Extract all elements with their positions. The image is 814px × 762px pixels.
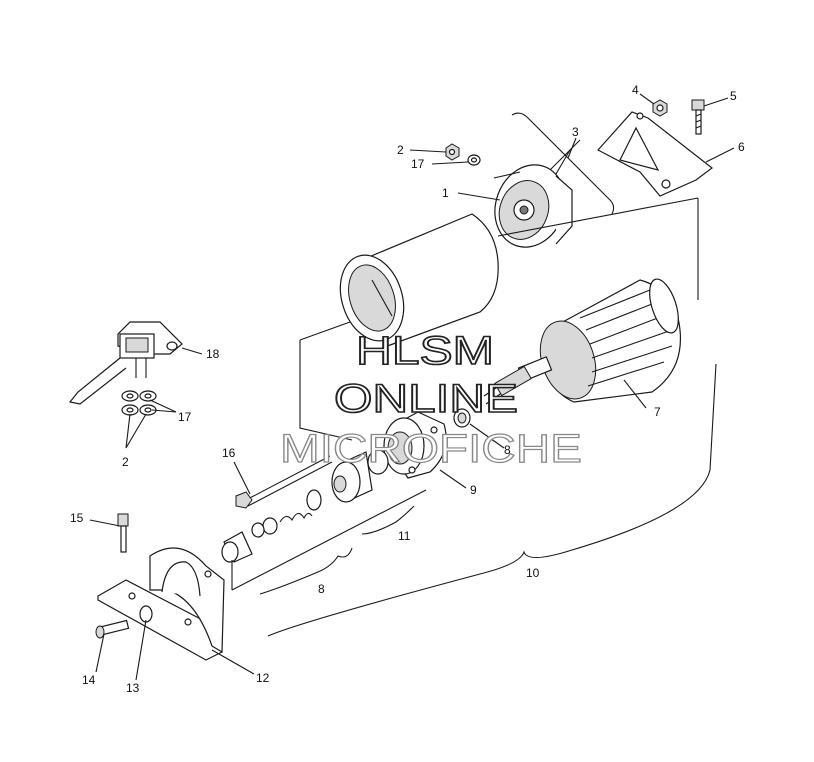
part-7-armature (483, 278, 682, 405)
frame-housing (339, 213, 499, 349)
watermark-line1: HLSM (356, 329, 494, 373)
part-17-washer-top (467, 154, 481, 166)
callout-17-left: 17 (178, 410, 192, 424)
brace-8 (259, 547, 353, 595)
watermark-line2: ONLINE (334, 377, 518, 421)
callout-12: 12 (256, 671, 270, 685)
callout-10: 10 (526, 566, 540, 580)
part-9-end-plate (383, 411, 447, 479)
brace-11 (361, 505, 415, 535)
brace-10 (267, 363, 717, 637)
part-15-bolt (117, 513, 129, 553)
callout-8-bottom: 8 (318, 582, 325, 596)
callout-2-top: 2 (397, 143, 404, 157)
part-17-washers-left (121, 390, 157, 416)
callout-6: 6 (738, 140, 745, 154)
callout-16: 16 (222, 446, 236, 460)
drive-assembly-outline (231, 489, 427, 591)
part-4-nut (652, 99, 668, 117)
leader-lines (89, 93, 735, 681)
callout-13: 13 (126, 681, 140, 695)
callout-3: 3 (572, 125, 579, 139)
part-6-bracket (597, 111, 713, 197)
part-16-bolt (235, 455, 333, 509)
part-14-bolt (95, 619, 130, 639)
callout-14: 14 (82, 673, 96, 687)
callout-7: 7 (654, 405, 661, 419)
part-12-bracket (97, 547, 225, 661)
part-13-washer (139, 605, 153, 623)
callout-1: 1 (442, 186, 449, 200)
part-1-end-cap (493, 164, 573, 248)
part-18-switch (68, 321, 183, 405)
assembly-outline (299, 197, 699, 441)
part-11-drive-gear (331, 449, 389, 503)
part-8-bushing-right (453, 408, 471, 428)
callout-8-right: 8 (504, 443, 511, 457)
callout-11: 11 (398, 529, 411, 543)
part-5-bolt (691, 99, 705, 135)
part-2-nut-top (445, 143, 460, 161)
callout-5: 5 (730, 89, 737, 103)
callout-4: 4 (632, 83, 639, 97)
callout-15: 15 (70, 511, 84, 525)
callout-2-left: 2 (122, 455, 129, 469)
callout-18: 18 (206, 347, 220, 361)
callout-17-top: 17 (411, 157, 425, 171)
callout-9: 9 (470, 483, 477, 497)
watermark-line3: MICROFICHE (280, 427, 582, 471)
part-8-drive-components (221, 489, 322, 563)
